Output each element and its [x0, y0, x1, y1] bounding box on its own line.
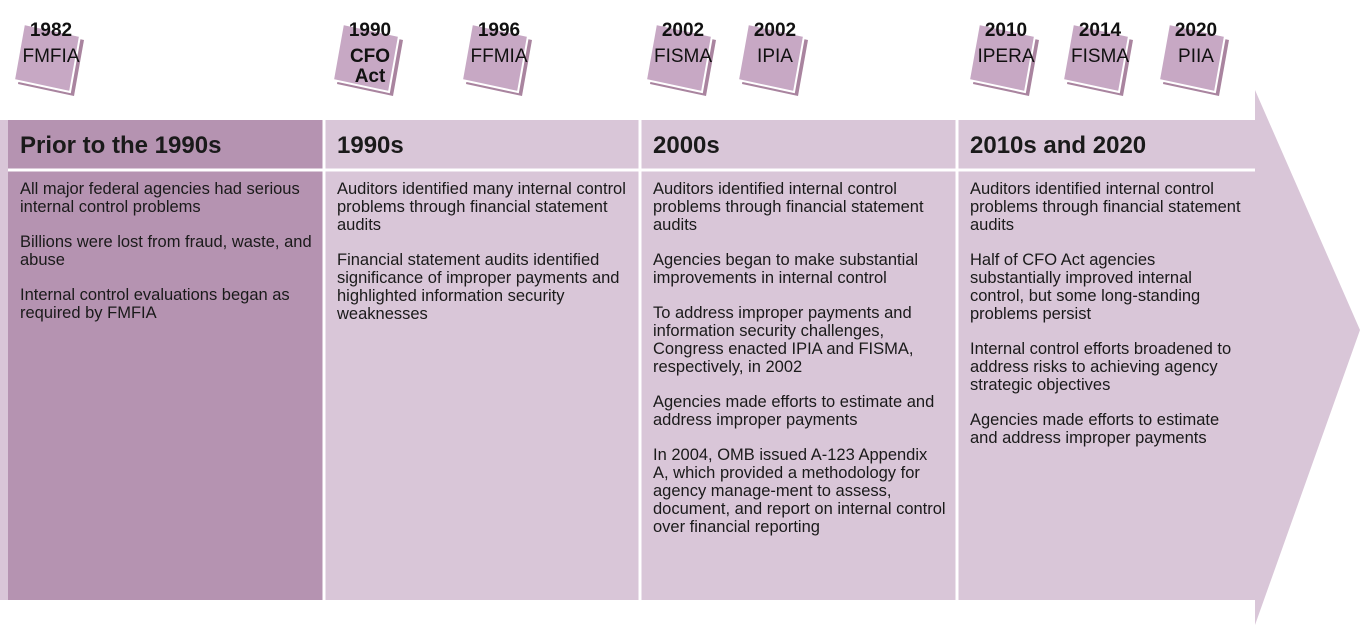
- law-badge-cfo-act: 1990 CFO Act: [331, 18, 409, 102]
- period-title: 1990s: [337, 132, 404, 159]
- period-item: Auditors identified internal control pro…: [653, 180, 924, 234]
- period-item: Auditors identified internal control pro…: [970, 180, 1241, 234]
- period-item: All major federal agencies had serious i…: [20, 180, 300, 216]
- document-icon: [460, 22, 532, 96]
- period-items: Auditors identified internal control pro…: [958, 180, 1258, 464]
- period-column-2000s: 2000s Auditors identified internal contr…: [641, 120, 956, 600]
- period-items: Auditors identified many internal contro…: [325, 180, 639, 340]
- document-icon: [331, 22, 403, 96]
- period-item: Half of CFO Act agencies substantially i…: [970, 251, 1201, 323]
- period-title: 2000s: [653, 132, 720, 159]
- law-name: IPERA: [977, 46, 1035, 67]
- law-year: 2002: [661, 20, 705, 41]
- law-badge-ipera: 2010 IPERA: [967, 18, 1045, 102]
- law-badge-piia: 2020 PIIA: [1157, 18, 1235, 102]
- law-name: IPIA: [757, 46, 793, 67]
- law-badge-ffmia: 1996 FFMIA: [460, 18, 538, 102]
- period-item: To address improper payments and informa…: [653, 304, 914, 376]
- law-name: PIIA: [1178, 46, 1214, 67]
- document-icon: [967, 22, 1039, 96]
- law-name: FMFIA: [22, 46, 80, 67]
- law-badge-fisma-2002: 2002 FISMA: [644, 18, 722, 102]
- period-item: In 2004, OMB issued A-123 Appendix A, wh…: [653, 446, 946, 536]
- period-items: All major federal agencies had serious i…: [8, 180, 323, 339]
- document-icon: [736, 22, 808, 96]
- period-item: Agencies made efforts to estimate and ad…: [653, 393, 935, 429]
- law-name: FISMA: [1070, 46, 1130, 67]
- law-badge-fisma-2014: 2014 FISMA: [1061, 18, 1139, 102]
- document-icon: [12, 22, 84, 96]
- period-item: Agencies began to make substantial impro…: [653, 251, 919, 287]
- law-badge-fmfia: 1982 FMFIA: [12, 18, 90, 102]
- period-items: Auditors identified internal control pro…: [641, 180, 956, 553]
- period-item: Billions were lost from fraud, waste, an…: [20, 233, 312, 269]
- document-icon: [644, 22, 716, 96]
- period-item: Internal control evaluations began as re…: [20, 286, 290, 322]
- period-item: Auditors identified many internal contro…: [337, 180, 626, 234]
- law-year: 2010: [984, 20, 1028, 41]
- law-year: 1982: [29, 20, 73, 41]
- law-year: 1990: [348, 20, 392, 41]
- document-icon: [1061, 22, 1133, 96]
- law-name: FFMIA: [470, 46, 528, 67]
- law-name: CFO Act: [349, 46, 391, 87]
- period-item: Agencies made efforts to estimate and ad…: [970, 411, 1220, 447]
- arrow-shape: [0, 90, 1360, 625]
- period-item: Internal control efforts broadened to ad…: [970, 340, 1232, 394]
- period-title: 2010s and 2020: [970, 132, 1147, 159]
- law-year: 2020: [1174, 20, 1218, 41]
- period-column-1990s: 1990s Auditors identified many internal …: [325, 120, 639, 600]
- period-column-prior-1990s: Prior to the 1990s All major federal age…: [8, 120, 323, 600]
- period-item: Financial statement audits identified si…: [337, 251, 620, 323]
- document-icon: [1157, 22, 1229, 96]
- period-title: Prior to the 1990s: [20, 132, 222, 159]
- period-column-2010s-2020: 2010s and 2020 Auditors identified inter…: [958, 120, 1258, 600]
- law-badge-ipia: 2002 IPIA: [736, 18, 814, 102]
- law-year: 1996: [477, 20, 521, 41]
- law-year: 2002: [753, 20, 797, 41]
- law-name: FISMA: [653, 46, 713, 67]
- law-year: 2014: [1078, 20, 1122, 41]
- first-column-fill: [8, 120, 323, 600]
